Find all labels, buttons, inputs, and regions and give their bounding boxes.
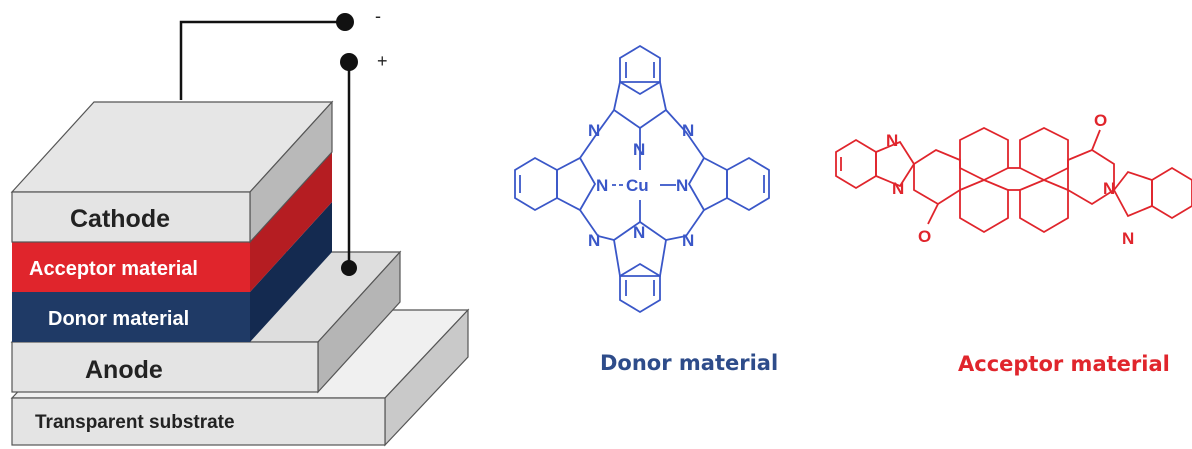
- atom-nitrogen: N: [682, 231, 694, 250]
- substrate-label: Transparent substrate: [35, 412, 235, 433]
- device-stack: Transparent substrate Anode Donor materi…: [10, 6, 470, 447]
- atom-oxygen: O: [1094, 111, 1107, 130]
- atom-copper: Cu: [626, 176, 649, 195]
- negative-terminal: [336, 13, 354, 31]
- atom-nitrogen: N: [1103, 179, 1115, 198]
- atom-nitrogen: N: [596, 176, 608, 195]
- atom-nitrogen: N: [588, 231, 600, 250]
- cathode-layer: Cathode: [10, 100, 334, 244]
- positive-terminal: [340, 53, 358, 71]
- atom-nitrogen: N: [676, 176, 688, 195]
- atom-nitrogen: N: [1122, 229, 1134, 248]
- donor-atom-labels: N N N N N N N N Cu: [588, 121, 694, 250]
- atom-nitrogen: N: [892, 179, 904, 198]
- cathode-label: Cathode: [70, 205, 170, 233]
- acceptor-molecule: [835, 126, 1192, 234]
- anode-contact: [341, 260, 357, 276]
- donor-caption: Donor material: [600, 351, 778, 375]
- atom-nitrogen: N: [633, 223, 645, 242]
- acceptor-caption: Acceptor material: [958, 352, 1170, 376]
- anode-label: Anode: [85, 356, 163, 384]
- acceptor-layer-label: Acceptor material: [29, 258, 198, 280]
- donor-molecule: [514, 44, 770, 314]
- acceptor-layer: Acceptor material: [12, 152, 332, 292]
- circuit-wires: - +: [179, 6, 388, 276]
- atom-nitrogen: N: [588, 121, 600, 140]
- negative-sign: -: [375, 6, 381, 26]
- positive-sign: +: [377, 51, 388, 71]
- acceptor-atom-labels: N N N N O O: [886, 111, 1134, 248]
- atom-nitrogen: N: [682, 121, 694, 140]
- atom-nitrogen: N: [886, 131, 898, 150]
- donor-layer-label: Donor material: [48, 308, 189, 330]
- atom-nitrogen: N: [633, 140, 645, 159]
- donor-layer: Donor material: [12, 202, 332, 342]
- atom-oxygen: O: [918, 227, 931, 246]
